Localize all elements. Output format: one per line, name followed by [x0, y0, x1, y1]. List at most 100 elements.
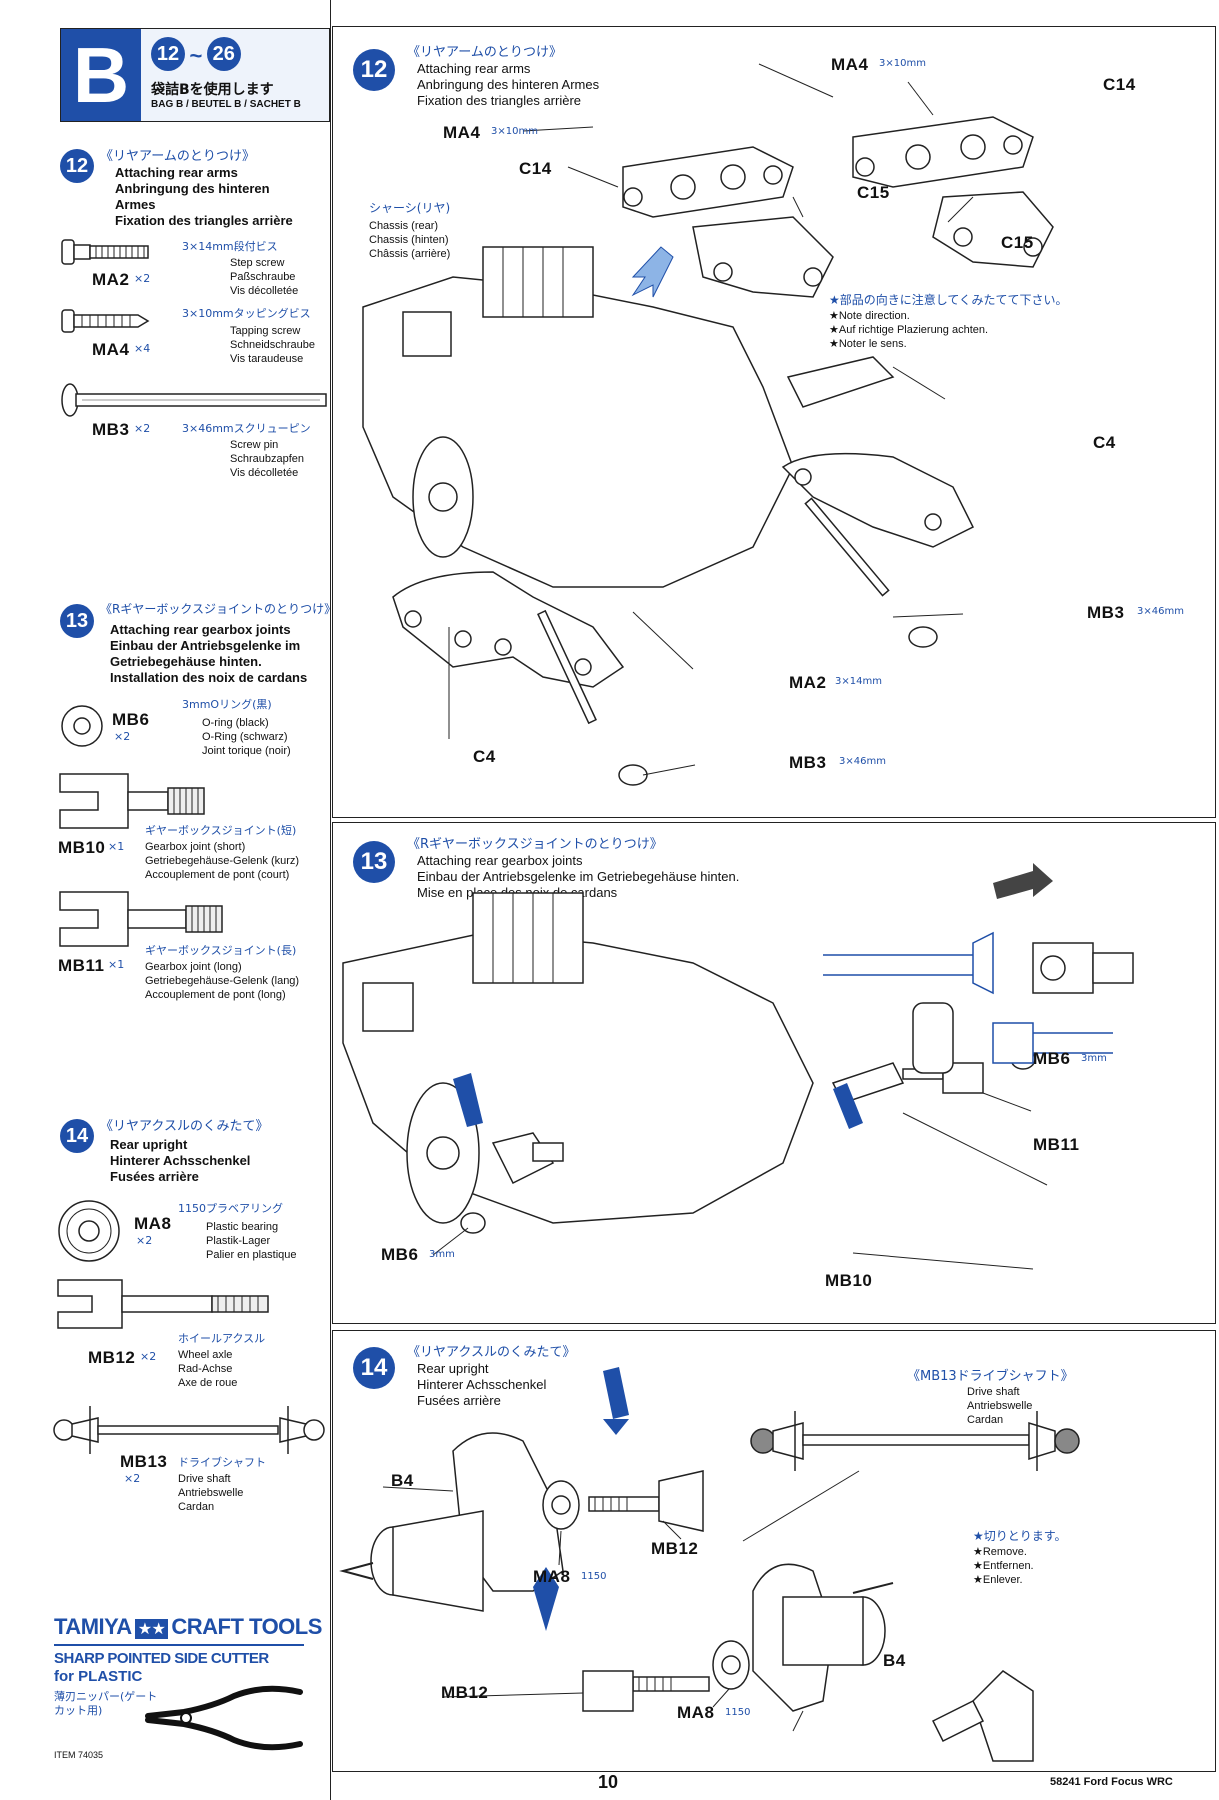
panel14-cut-jp: ★切りとります。 — [973, 1529, 1067, 1543]
panel12-fr: Fixation des triangles arrière — [417, 93, 582, 108]
panel12-badge: 12 — [353, 49, 395, 91]
p12-ma4-b-size: 3×10mm — [879, 58, 926, 69]
part-mb6-de: O-Ring (schwarz) — [202, 731, 288, 743]
part-mb3-qty: ×2 — [134, 422, 151, 435]
left-step14-de: Hinterer Achsschenkel — [110, 1153, 251, 1168]
panel12-chassis-de: Chassis (hinten) — [369, 234, 449, 246]
o-ring-icon — [61, 705, 103, 747]
step-range-start-badge: 12 — [151, 37, 185, 71]
part-ma2-en: Step screw — [230, 257, 285, 269]
left-step12-jp: 《リヤアームのとりつけ》 — [100, 149, 255, 164]
left-step12-de-2: Armes — [115, 197, 156, 212]
left-step13-jp: 《Rギヤーボックスジョイントのとりつけ》 — [100, 602, 337, 616]
ad-line2: for PLASTIC — [54, 1668, 143, 1685]
part-mb10-fr: Accouplement de pont (court) — [145, 869, 290, 881]
part-mb12-code: MB12 — [88, 1348, 136, 1367]
panel-step14: 14 《リヤアクスルのくみたて》 Rear upright Hinterer A… — [332, 1330, 1216, 1772]
craft-tools-ad: TAMIYA★★CRAFT TOOLS SHARP POINTED SIDE C… — [54, 1614, 322, 1764]
left-step12-badge: 12 — [60, 149, 94, 183]
left-step12-fr: Fixation des triangles arrière — [115, 213, 293, 228]
left-step14-fr: Fusées arrière — [110, 1169, 199, 1184]
part-mb3-fr: Vis décolletée — [230, 467, 299, 479]
panel13-badge: 13 — [353, 841, 395, 883]
page-number: 10 — [598, 1772, 619, 1792]
tapping-screw-icon — [61, 309, 150, 333]
model-label: 58241 Ford Focus WRC — [1050, 1776, 1173, 1788]
panel14-jp: 《リヤアクスルのくみたて》 — [407, 1345, 576, 1360]
part-mb11-jp: ギヤーボックスジョイント(長) — [145, 944, 297, 957]
left-step13-en: Attaching rear gearbox joints — [110, 622, 291, 637]
part-mb3-jp: 3×46mmスクリューピン — [182, 422, 311, 435]
part-ma4-code: MA4 — [92, 340, 130, 359]
p12-c15-b: C15 — [1001, 233, 1034, 252]
panel12-en: Attaching rear arms — [417, 61, 531, 76]
panel14-cut-fr: ★Enlever. — [973, 1574, 1023, 1586]
p13-mb6-a: MB6 — [1033, 1049, 1071, 1068]
panel12-note-jp: ★部品の向きに注意してくみたてて下さい。 — [829, 293, 1068, 307]
step-range: 12 ~ 26 — [151, 37, 241, 71]
gearbox-joint-diagram — [342, 863, 1134, 1270]
side-cutter-icon — [145, 1685, 303, 1751]
plastic-bearing-icon — [58, 1200, 120, 1262]
panel12-jp: 《リヤアームのとりつけ》 — [407, 45, 562, 60]
panel14-en: Rear upright — [417, 1361, 489, 1376]
step-range-end-badge: 26 — [206, 37, 241, 71]
p12-c14-a: C14 — [519, 159, 552, 178]
part-ma2-jp: 3×14mm段付ビス — [182, 240, 278, 253]
wheel-axle-icon — [57, 1279, 269, 1329]
panel13-en: Attaching rear gearbox joints — [417, 853, 583, 868]
panel13-de: Einbau der Antriebsgelenke im Getriebege… — [417, 869, 740, 884]
panel14-cut-de: ★Entfernen. — [973, 1560, 1034, 1572]
part-mb12-fr: Axe de roue — [178, 1377, 238, 1389]
part-mb3-en: Screw pin — [230, 439, 279, 451]
ad-jp-1: 薄刃ニッパー(ゲート — [54, 1690, 158, 1703]
drive-shaft-icon — [53, 1406, 325, 1454]
p12-c15-a: C15 — [857, 183, 890, 202]
left-step13-de-2: Getriebegehäuse hinten. — [110, 654, 262, 669]
ad-line1: SHARP POINTED SIDE CUTTER — [54, 1650, 269, 1667]
part-ma2-fr: Vis décolletée — [230, 285, 299, 297]
part-ma4-en: Tapping screw — [230, 325, 301, 337]
part-mb12-en: Wheel axle — [178, 1349, 233, 1361]
panel14-cut-en: ★Remove. — [973, 1546, 1027, 1558]
part-ma2-de: Paßschraube — [230, 271, 296, 283]
panel12-chassis-fr: Châssis (arrière) — [369, 248, 451, 260]
part-mb13-de: Antriebswelle — [178, 1487, 244, 1499]
p13-mb6-b: MB6 — [381, 1245, 419, 1264]
panel14-shaft-jp: 《MB13ドライブシャフト》 — [907, 1369, 1074, 1384]
p12-c4-a: C4 — [1093, 433, 1116, 452]
screw-pin-icon — [61, 383, 327, 417]
part-mb11-en: Gearbox joint (long) — [145, 961, 242, 973]
ad-brand: TAMIYA★★CRAFT TOOLS — [54, 1614, 322, 1640]
left-step13-de-1: Einbau der Antriebsgelenke im — [110, 638, 301, 653]
p13-mb11: MB11 — [1033, 1135, 1080, 1154]
p12-mb3-a-size: 3×46mm — [1137, 606, 1184, 617]
p12-ma2-size: 3×14mm — [835, 676, 882, 687]
part-mb11-fr: Accouplement de pont (long) — [145, 989, 286, 1001]
part-mb13-qty: ×2 — [124, 1472, 141, 1485]
part-mb6-fr: Joint torique (noir) — [202, 745, 291, 757]
left-step14-badge: 14 — [60, 1119, 94, 1153]
part-mb13-code: MB13 — [120, 1452, 168, 1471]
left-step12-en: Attaching rear arms — [115, 165, 238, 180]
rear-axle-diagram — [339, 1367, 1080, 1762]
part-ma4-fr: Vis taraudeuse — [230, 353, 304, 365]
p14-mb12-a: MB12 — [651, 1539, 699, 1558]
p12-mb3-b: MB3 — [789, 753, 827, 772]
panel-step12: 12 《リヤアームのとりつけ》 Attaching rear arms Anbr… — [332, 26, 1216, 818]
p12-c4-b: C4 — [473, 747, 496, 766]
ad-divider — [54, 1644, 304, 1646]
part-mb6-jp: 3mmOリング(黒) — [182, 698, 272, 711]
ad-brand-suffix: CRAFT TOOLS — [171, 1614, 322, 1639]
ad-brand-name: TAMIYA — [54, 1614, 132, 1639]
bag-letter-box: B — [61, 29, 141, 121]
part-mb6-en: O-ring (black) — [202, 717, 269, 729]
part-mb3-code: MB3 — [92, 420, 130, 439]
left-step14-jp: 《リヤアクスルのくみたて》 — [100, 1119, 269, 1134]
gearbox-joint-long-icon — [59, 891, 223, 947]
part-ma4-jp: 3×10mmタッピングビス — [182, 307, 311, 320]
p14-ma8-b: MA8 — [677, 1703, 715, 1722]
part-ma8-de: Plastik-Lager — [206, 1235, 271, 1247]
part-ma8-qty: ×2 — [136, 1234, 153, 1247]
p13-mb10: MB10 — [825, 1271, 873, 1290]
